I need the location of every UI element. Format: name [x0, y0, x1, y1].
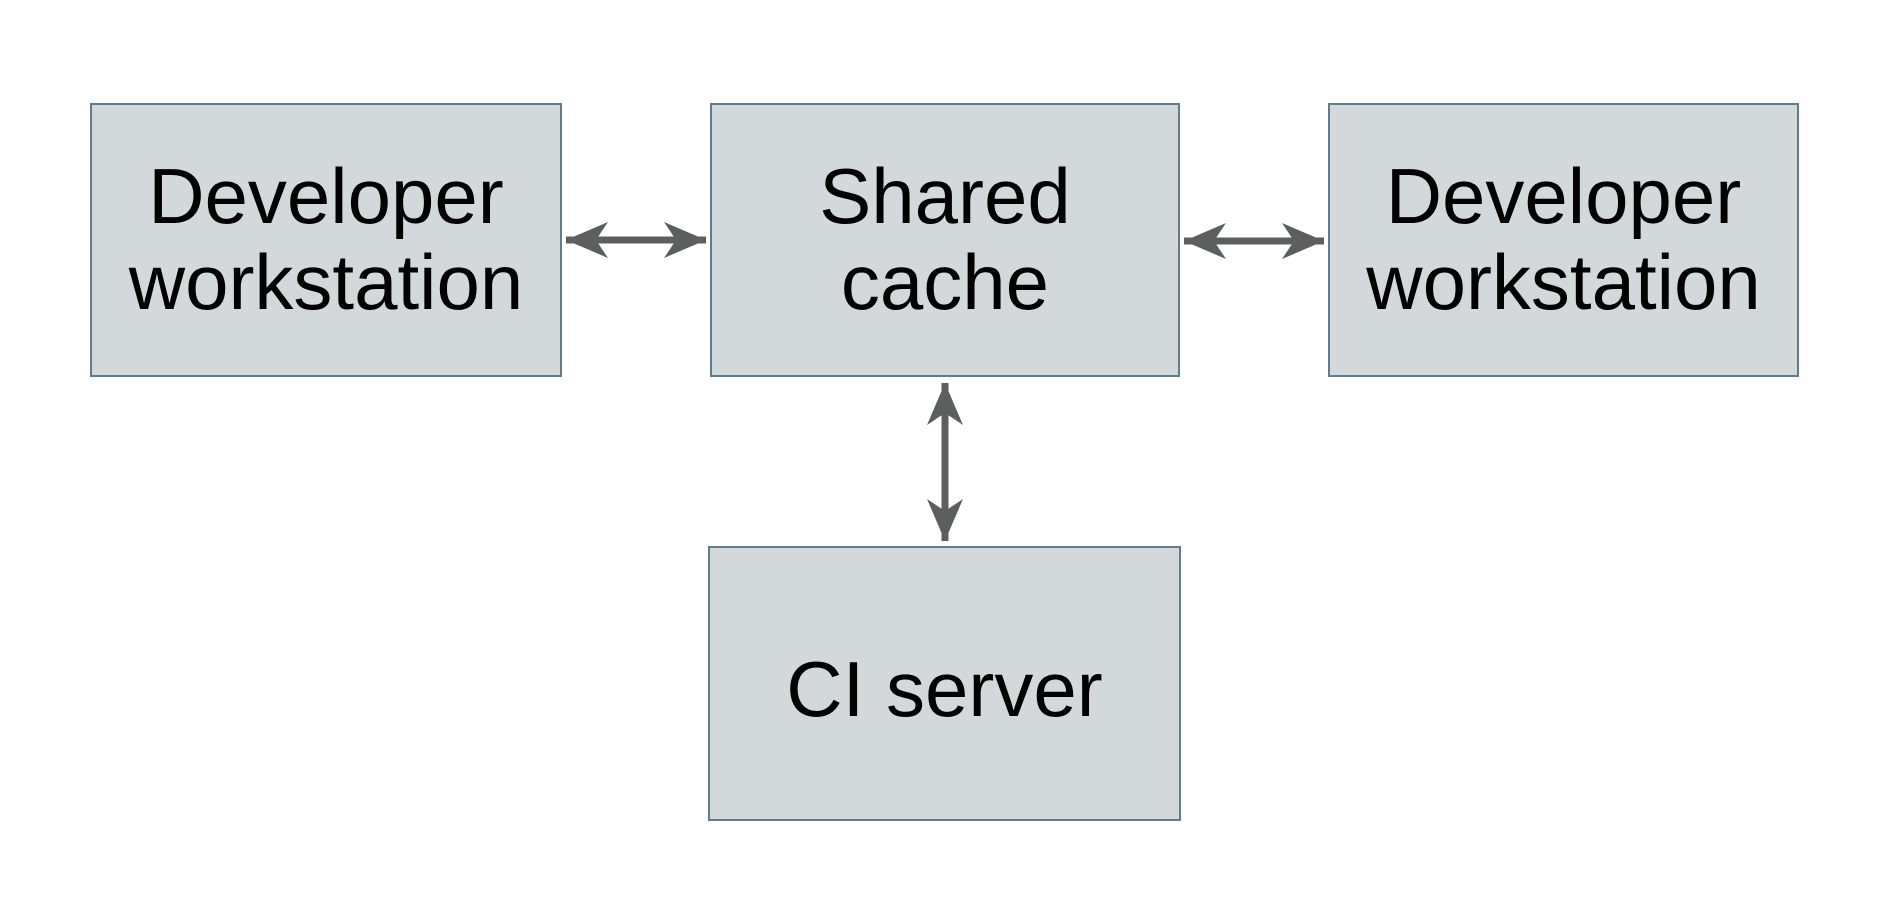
- node-ci-server: CI server: [708, 546, 1181, 821]
- node-developer-workstation-left: Developer workstation: [90, 103, 562, 377]
- node-shared-cache: Shared cache: [710, 103, 1180, 377]
- node-label-line: workstation: [1366, 238, 1761, 326]
- node-label-line: Shared: [819, 152, 1071, 241]
- node-developer-workstation-right: Developer workstation: [1328, 103, 1799, 377]
- node-label-line: Developer: [1385, 152, 1742, 241]
- node-label-line: Developer: [148, 152, 504, 241]
- node-label-line: CI server: [786, 644, 1103, 733]
- node-label-line: cache: [840, 238, 1050, 326]
- node-label-line: workstation: [128, 238, 524, 326]
